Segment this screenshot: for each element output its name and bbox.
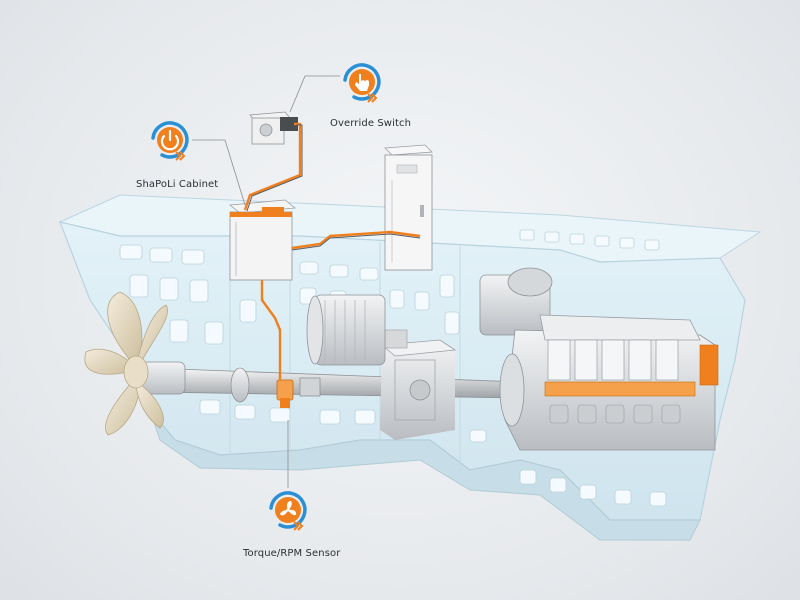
- torque-sensor-label: Torque/RPM Sensor: [243, 548, 341, 559]
- hand-pointer-icon[interactable]: [343, 63, 381, 103]
- shapoli-cabinet-label: ShaPoLi Cabinet: [136, 179, 219, 190]
- gearbox: [380, 329, 457, 440]
- main-engine: [479, 267, 719, 451]
- power-icon[interactable]: [151, 121, 189, 161]
- shapoli-cabinet[interactable]: [228, 199, 297, 281]
- propeller: [84, 291, 168, 436]
- callout-leaders: [192, 75, 340, 488]
- control-cabinet: [384, 144, 433, 271]
- override-switch-label: Override Switch: [330, 118, 412, 129]
- electric-motor: [306, 294, 386, 366]
- override-switch-device[interactable]: [249, 111, 298, 145]
- signal-cables: [243, 122, 421, 380]
- fan-icon[interactable]: [269, 491, 307, 531]
